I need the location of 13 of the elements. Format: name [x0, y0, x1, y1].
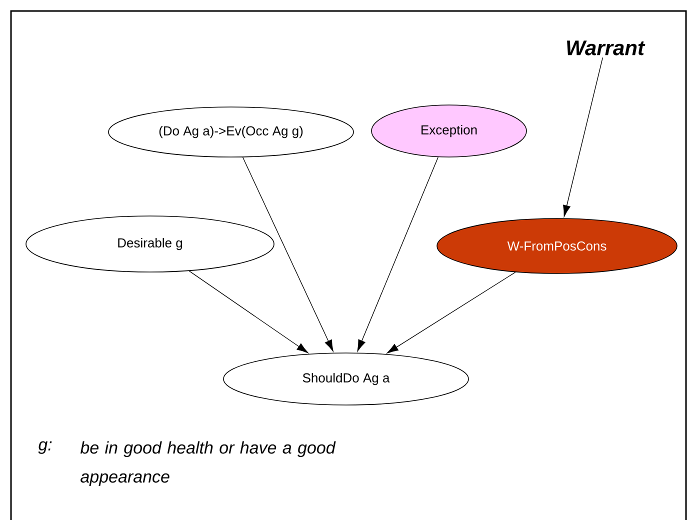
note-text: be in good health or have a good appearance — [80, 441, 336, 486]
arrow — [242, 156, 334, 352]
arrow — [357, 156, 438, 352]
arrow — [188, 270, 308, 354]
title-text: Warrant — [567, 40, 646, 56]
note-text: g: — [38, 441, 52, 454]
leader-arrow — [563, 57, 604, 217]
arrow — [386, 272, 516, 354]
ellipse-node: (Do Ag a)->Ev(Occ Ag g) — [108, 106, 354, 158]
ellipse-node: W-FromPosCons — [436, 218, 678, 274]
ellipse-node: Exception — [371, 104, 527, 158]
ellipse-node: Desirable g — [26, 216, 274, 272]
ellipse-node: ShouldDo Ag a — [223, 352, 469, 406]
